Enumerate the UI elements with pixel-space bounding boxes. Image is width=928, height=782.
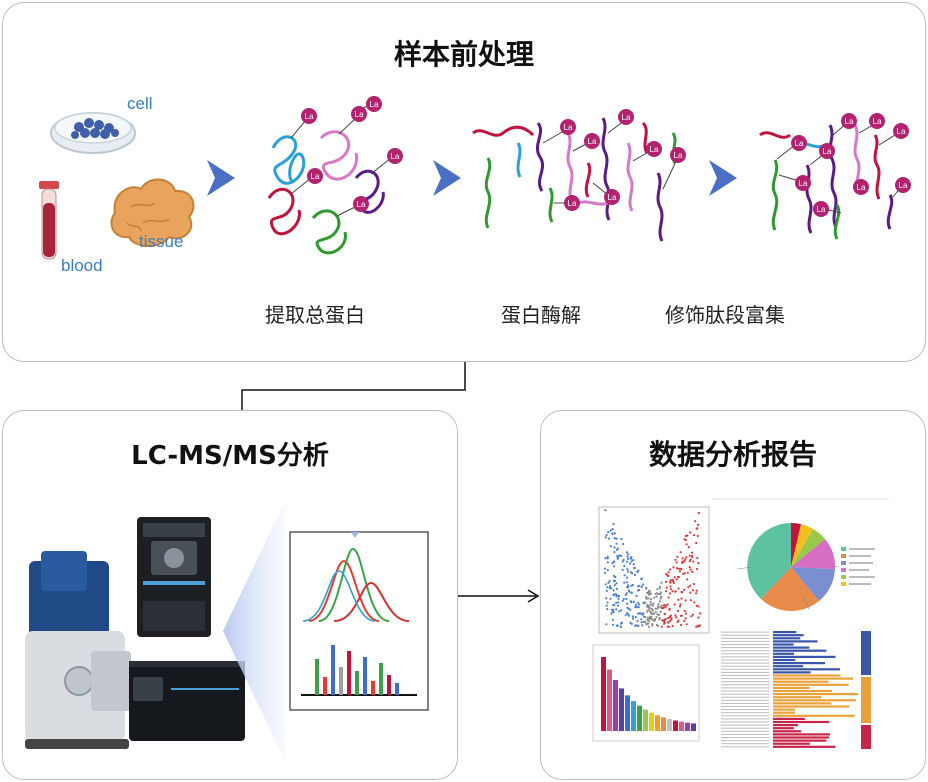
lc-system-icon [137, 517, 211, 637]
svg-text:La: La [650, 145, 659, 154]
lcms-title: LC-MS/MS分析 [131, 441, 329, 471]
svg-text:La: La [608, 193, 617, 202]
svg-text:La: La [305, 112, 314, 121]
sample-prep-title: 样本前处理 [393, 38, 534, 71]
chevron-arrow-icon [207, 160, 235, 196]
sample-prep-panel: 样本前处理 cell blood tissue [2, 2, 926, 362]
svg-text:La: La [817, 205, 826, 214]
volcano-plot-thumbnail [598, 506, 710, 634]
bar-chart-thumbnail [592, 644, 700, 742]
ms-instrument-icon [25, 551, 131, 749]
tissue-label: tissue [139, 232, 183, 251]
chevron-arrow-icon [709, 160, 737, 196]
svg-text:La: La [622, 113, 631, 122]
report-title: 数据分析报告 [648, 438, 817, 471]
svg-text:La: La [391, 152, 400, 161]
svg-text:La: La [845, 117, 854, 126]
stage-label-digestion: 蛋白酶解 [501, 303, 581, 327]
mass-spectrometer-illustration [25, 517, 245, 749]
svg-text:La: La [370, 100, 379, 109]
cell-dish-icon [50, 112, 136, 154]
chevron-arrow-icon [433, 160, 461, 196]
svg-text:La: La [899, 181, 908, 190]
svg-text:La: La [795, 139, 804, 148]
go-enrichment-thumbnail [721, 631, 871, 749]
svg-text:La: La [897, 127, 906, 136]
blood-label: blood [61, 256, 103, 275]
sample-sources-illustration: cell blood tissue [39, 94, 195, 275]
blood-tube-icon [39, 181, 59, 260]
svg-text:La: La [674, 151, 683, 160]
stage-label-extract-protein: 提取总蛋白 [265, 303, 365, 327]
svg-text:La: La [355, 110, 364, 119]
spectrum-chart-box [289, 531, 429, 711]
tissue-icon [110, 178, 195, 247]
svg-text:La: La [357, 200, 366, 209]
svg-text:La: La [799, 179, 808, 188]
svg-text:La: La [873, 117, 882, 126]
zoom-projection-shape [223, 501, 285, 761]
svg-text:La: La [568, 199, 577, 208]
report-panel: 数据分析报告 [540, 410, 926, 780]
svg-text:La: La [311, 172, 320, 181]
analyzer-unit-icon [129, 661, 245, 741]
stage-label-enrichment: 修饰肽段富集 [665, 303, 785, 327]
svg-text:La: La [857, 183, 866, 192]
svg-text:La: La [823, 147, 832, 156]
svg-text:La: La [564, 123, 573, 132]
cell-label: cell [127, 94, 153, 113]
svg-text:La: La [588, 137, 597, 146]
pie-chart-thumbnail [713, 498, 889, 611]
lcms-panel: LC-MS/MS分析 [2, 410, 458, 780]
